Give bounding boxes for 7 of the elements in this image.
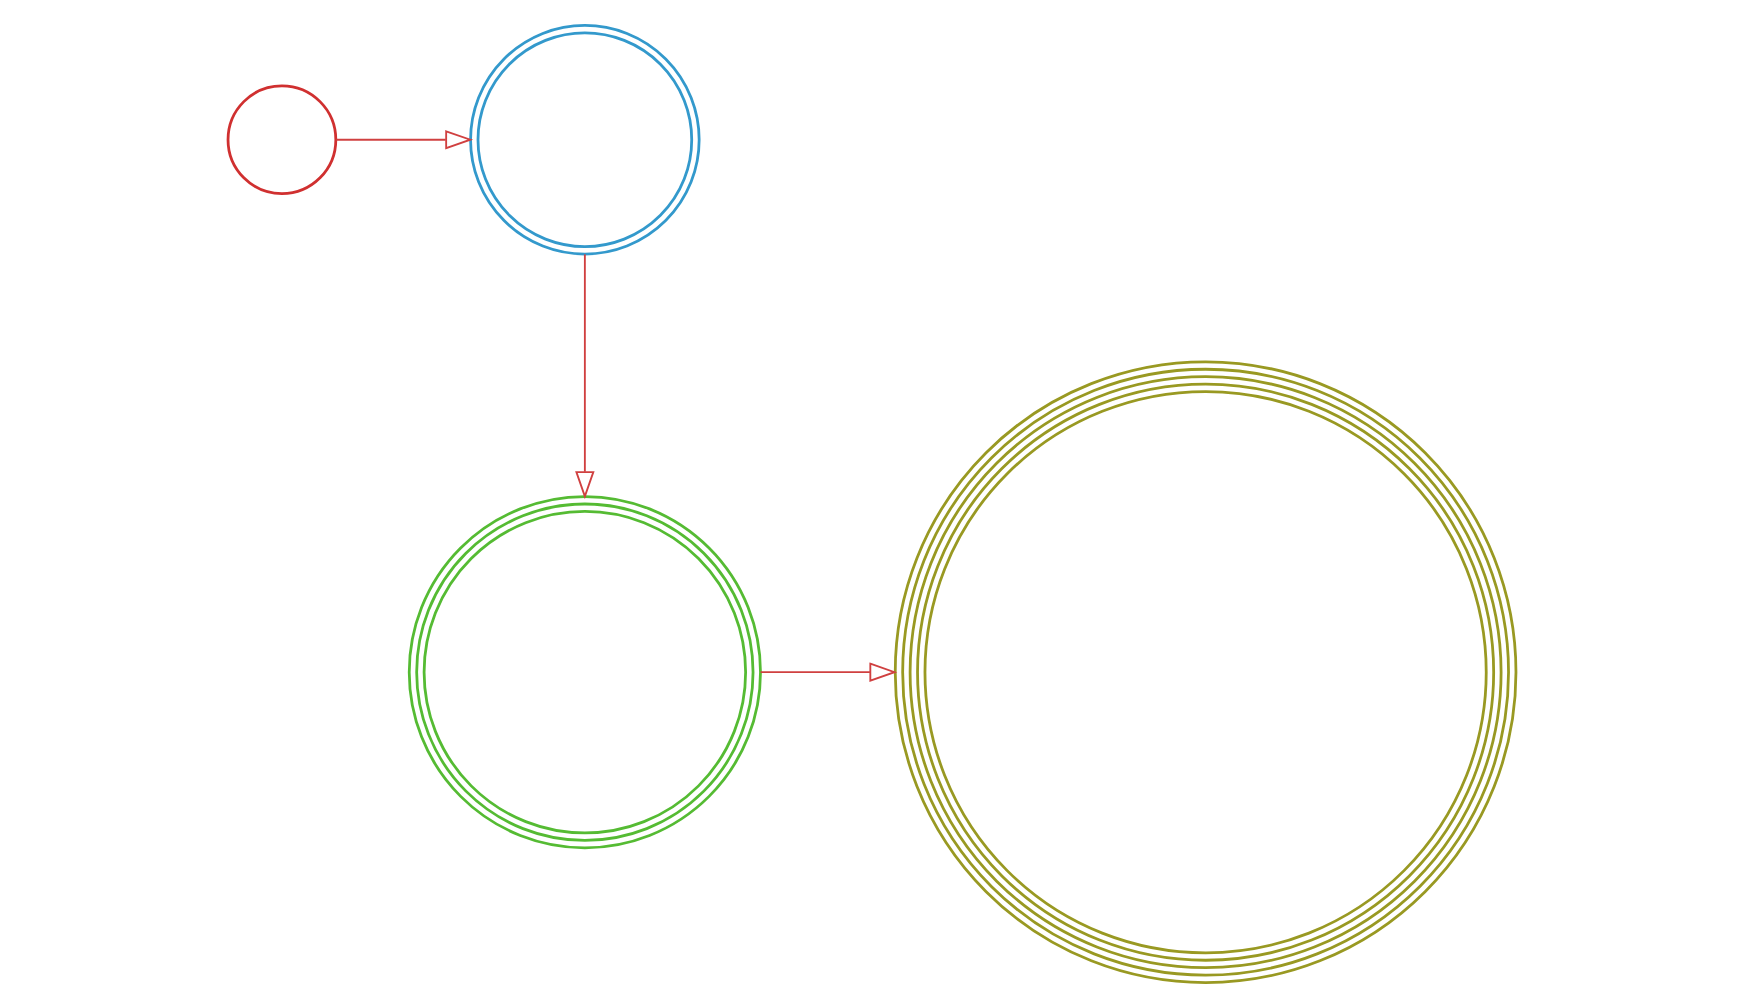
node-circle bbox=[469, 23, 701, 255]
node-circle bbox=[226, 83, 338, 195]
node-circle bbox=[407, 494, 762, 849]
node-circle bbox=[893, 359, 1518, 983]
arrow bbox=[759, 661, 898, 681]
arrow bbox=[335, 128, 474, 149]
arrow bbox=[575, 252, 595, 499]
